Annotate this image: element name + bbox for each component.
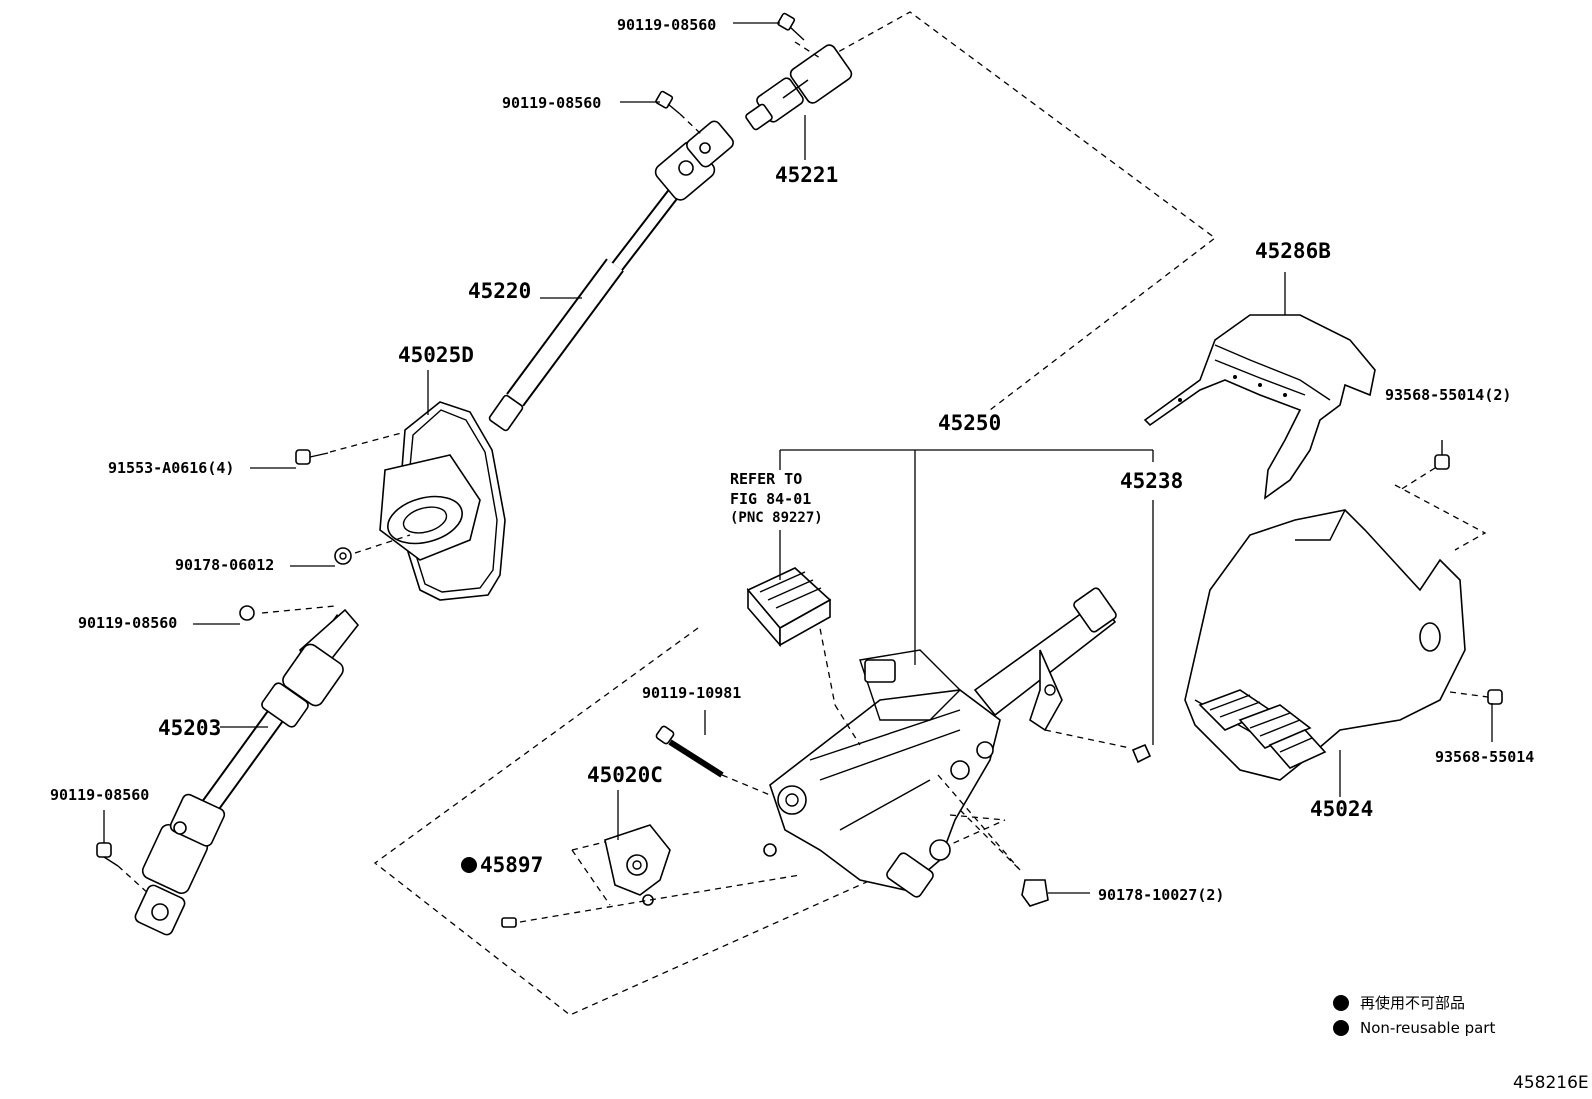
part-45020C-bracket [604, 824, 671, 906]
part-45250-steering-column [763, 587, 1117, 898]
bolt-90119-08560-mid-icon [239, 605, 255, 621]
screw-93568-upper-icon [1434, 440, 1450, 470]
label-screw-93568-55014-2: 93568-55014(2) [1385, 386, 1511, 404]
label-screw-93568-55014: 93568-55014 [1435, 748, 1534, 766]
label-bolt-90119-08560-mid: 90119-08560 [78, 614, 177, 632]
label-part-45203: 45203 [158, 716, 221, 740]
refer-line-3: (PNC 89227) [730, 510, 823, 526]
label-part-45025D: 45025D [398, 343, 474, 367]
part-45238-clip-icon [1131, 743, 1152, 764]
part-45203-shaft [134, 608, 360, 936]
part-45025D-boot [379, 401, 506, 601]
cover-outline [1394, 484, 1487, 551]
legend-marker-icon [1333, 1020, 1349, 1036]
refer-line-1: REFER TO [730, 470, 802, 488]
part-45024-lower-cover [1184, 509, 1466, 781]
label-part-45250: 45250 [938, 411, 1001, 435]
label-part-45221: 45221 [775, 163, 838, 187]
part-89227-sensor-icon [746, 567, 832, 648]
screw-93568-lower-icon [1487, 689, 1503, 705]
label-nut-90178-10027: 90178-10027(2) [1098, 886, 1224, 904]
label-bolt-91553-A0616: 91553-A0616(4) [108, 459, 234, 477]
label-part-45024: 45024 [1310, 797, 1373, 821]
bolt-90119-08560-lower-icon [96, 842, 119, 867]
label-part-45286B: 45286B [1255, 239, 1331, 263]
assembly-outline-lower [373, 627, 1006, 1016]
label-bolt-90119-08560-lower: 90119-08560 [50, 786, 149, 804]
nut-90178-06012-icon [334, 547, 352, 565]
label-part-45020C: 45020C [587, 763, 663, 787]
screw-45897-icon [501, 917, 517, 928]
part-45286B-upper-cover [1143, 314, 1376, 500]
bolt-90119-08560-upper-icon [655, 90, 681, 115]
part-45221-shaft [745, 44, 853, 131]
label-part-45220: 45220 [468, 279, 531, 303]
label-part-45897: 45897 [480, 853, 543, 877]
label-nut-90178-06012: 90178-06012 [175, 556, 274, 574]
bolt-90119-10981-icon [655, 725, 724, 778]
label-bolt-90119-08560-top: 90119-08560 [617, 16, 716, 34]
refer-line-2: FIG 84-01 [730, 490, 811, 508]
part-45220-shaft [488, 120, 734, 432]
figure-code: 458216E [1513, 1073, 1589, 1093]
legend-marker-icon [1333, 995, 1349, 1011]
bolt-91553-icon [295, 449, 329, 465]
assembly-outline-upper [819, 11, 1217, 411]
label-bolt-90119-08560-upper: 90119-08560 [502, 94, 601, 112]
legend: 再使用不可部品 Non-reusable part [1333, 994, 1495, 1037]
legend-english: Non-reusable part [1360, 1019, 1495, 1037]
legend-japanese: 再使用不可部品 [1360, 994, 1465, 1012]
bolt-90119-08560-top-icon [777, 12, 805, 41]
label-bolt-90119-10981: 90119-10981 [642, 684, 741, 702]
vent-grille-icon [1198, 689, 1327, 769]
label-part-45238: 45238 [1120, 469, 1183, 493]
non-reusable-marker-icon [461, 857, 477, 873]
nut-90178-10027-icon [1021, 879, 1090, 907]
